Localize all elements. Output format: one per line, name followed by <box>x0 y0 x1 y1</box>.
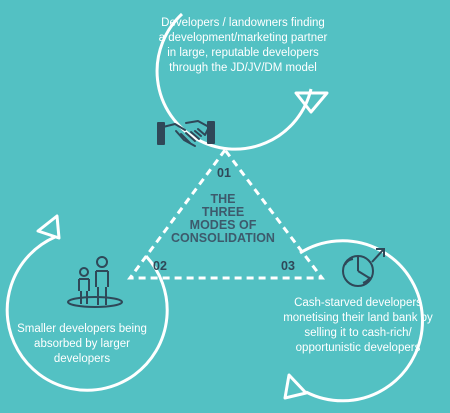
mode-02-description: Smaller developers being absorbed by lar… <box>17 323 147 365</box>
arrowhead-top <box>294 91 329 114</box>
arrowhead-left <box>36 214 61 240</box>
mode-number-02: 02 <box>153 259 167 273</box>
arrowhead-right <box>283 373 308 400</box>
center-triangle <box>127 147 326 280</box>
people-icon <box>67 256 123 308</box>
center-title-line-3: MODES OF <box>189 218 257 232</box>
mode-03-description: Cash-starved developers monetising their… <box>283 297 433 354</box>
cycle-arrow-right <box>299 239 424 403</box>
center-title-line-2: THREE <box>201 205 245 219</box>
mode-01-description: Developers / landowners finding a develo… <box>158 17 328 74</box>
mode-number-03: 03 <box>281 259 295 273</box>
center-title-line-1: THE <box>210 192 236 206</box>
center-title: THE THREE MODES OF CONSOLIDATION <box>166 193 280 245</box>
handshake-icon <box>157 120 215 147</box>
cycle-arrow-left <box>5 235 169 392</box>
cycle-arrow-top <box>155 12 313 151</box>
pie-chart-growth-icon <box>342 248 385 287</box>
mode-number-01: 01 <box>217 166 231 180</box>
center-title-line-4: CONSOLIDATION <box>171 231 275 245</box>
